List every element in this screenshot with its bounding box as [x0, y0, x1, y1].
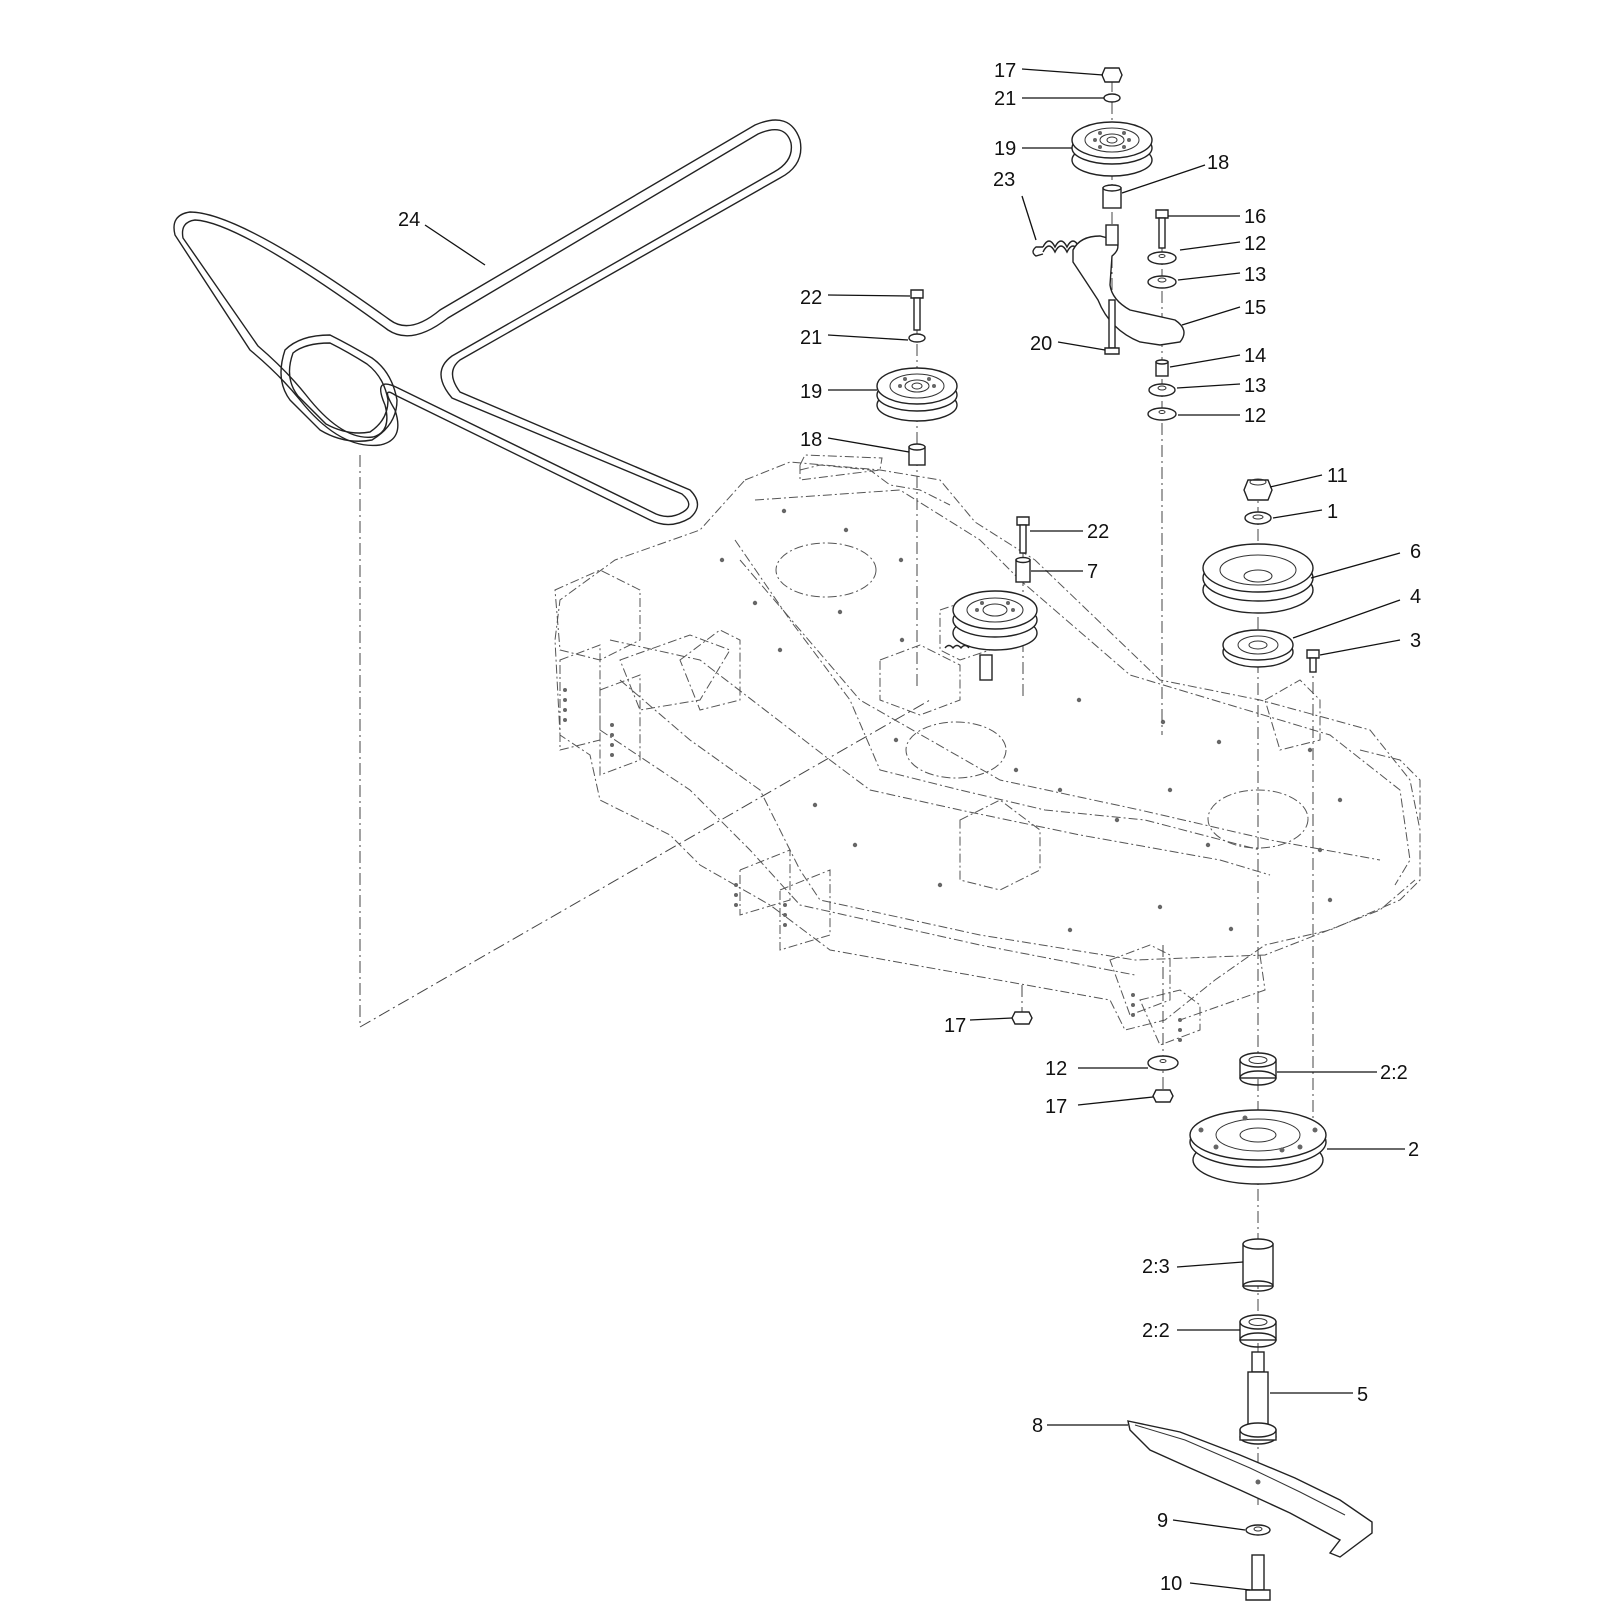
label-12-top: 12 — [1244, 233, 1266, 255]
label-2-2-bottom: 2:2 — [1142, 1320, 1170, 1342]
spacer-7 — [1015, 556, 1031, 583]
idler-arm-assembly — [1032, 67, 1185, 421]
washer-21-left — [908, 333, 926, 343]
label-17-top: 17 — [994, 60, 1016, 82]
label-12-mid: 12 — [1244, 405, 1266, 427]
label-18-top: 18 — [1207, 152, 1229, 174]
bolt-22-left — [910, 289, 924, 331]
label-22-left: 22 — [800, 287, 822, 309]
washer-12-top — [1147, 251, 1177, 265]
washer-12-mid — [1147, 407, 1177, 421]
label-12-bottom: 12 — [1045, 1058, 1067, 1080]
blade-8 — [1127, 1420, 1373, 1558]
spindle-housing-2 — [1189, 1109, 1327, 1185]
label-21-top: 21 — [994, 88, 1016, 110]
label-8: 8 — [1032, 1415, 1043, 1437]
bolt-3 — [1306, 649, 1320, 673]
label-24: 24 — [398, 209, 420, 231]
nut-17-bottom — [1152, 1089, 1174, 1103]
label-2-3: 2:3 — [1142, 1256, 1170, 1278]
label-4: 4 — [1410, 586, 1421, 608]
label-15: 15 — [1244, 297, 1266, 319]
label-21-left: 21 — [800, 327, 822, 349]
label-20: 20 — [1030, 333, 1052, 355]
label-9: 9 — [1157, 1510, 1168, 1532]
bearing-2-2-bottom — [1239, 1314, 1277, 1348]
height-adjust-holes — [563, 688, 1182, 1042]
idler-pulley-center — [952, 590, 1038, 651]
label-16: 16 — [1244, 206, 1266, 228]
center-idler-stack — [944, 516, 1038, 681]
spindle-shaft-5 — [1239, 1351, 1277, 1445]
lower-hardware — [1011, 1011, 1179, 1103]
label-14: 14 — [1244, 345, 1266, 367]
label-7: 7 — [1087, 561, 1098, 583]
pulley-6 — [1202, 543, 1314, 614]
hub-4 — [1222, 629, 1294, 668]
label-6: 6 — [1410, 541, 1421, 563]
bolt-10 — [1245, 1554, 1271, 1601]
washer-9 — [1245, 1524, 1271, 1536]
idler-pulley-19-left — [876, 367, 958, 422]
leader-lines — [424, 68, 1405, 1591]
washer-13-top — [1147, 275, 1177, 289]
washer-21-top — [1103, 93, 1121, 103]
bolt-20 — [1104, 299, 1120, 355]
label-10: 10 — [1160, 1573, 1182, 1595]
label-5: 5 — [1357, 1384, 1368, 1406]
washer-12-bottom — [1147, 1055, 1179, 1071]
label-18-left: 18 — [800, 429, 822, 451]
idler-pulley-19-top — [1071, 121, 1153, 177]
drive-belt — [173, 119, 802, 526]
label-19-left: 19 — [800, 381, 822, 403]
label-2: 2 — [1408, 1139, 1419, 1161]
label-23: 23 — [993, 169, 1015, 191]
spacer-18-top — [1102, 184, 1122, 209]
label-13-bottom: 13 — [1244, 375, 1266, 397]
label-3: 3 — [1410, 630, 1421, 652]
label-17-bottom: 17 — [1045, 1096, 1067, 1118]
left-idler-stack — [876, 289, 958, 466]
mower-deck-housing — [554, 454, 1421, 1046]
spindle-stack — [1127, 478, 1373, 1601]
label-13-top: 13 — [1244, 264, 1266, 286]
label-1: 1 — [1327, 501, 1338, 523]
spacer-18-left — [908, 443, 926, 466]
washer-1 — [1244, 511, 1272, 525]
bolt-16 — [1155, 209, 1169, 249]
label-2-2-top: 2:2 — [1380, 1062, 1408, 1084]
label-11: 11 — [1327, 465, 1348, 487]
part-labels: 24 23 22 21 19 18 17 21 19 18 20 16 12 1… — [398, 60, 1421, 1595]
bearing-2-2-top — [1239, 1052, 1277, 1086]
nut-17-top — [1101, 67, 1123, 83]
bolt-22-center — [1016, 516, 1030, 554]
assembly-centerlines — [359, 80, 1314, 1505]
nut-17-mid — [1011, 1011, 1033, 1025]
deck-holes — [719, 508, 1343, 933]
label-17-mid: 17 — [944, 1015, 966, 1037]
label-22-center: 22 — [1087, 521, 1109, 543]
label-19-top: 19 — [994, 138, 1016, 160]
spacer-2-3 — [1242, 1238, 1274, 1292]
nut-11 — [1243, 478, 1273, 501]
bushing-14 — [1155, 359, 1169, 377]
washer-13-bottom — [1148, 383, 1176, 397]
